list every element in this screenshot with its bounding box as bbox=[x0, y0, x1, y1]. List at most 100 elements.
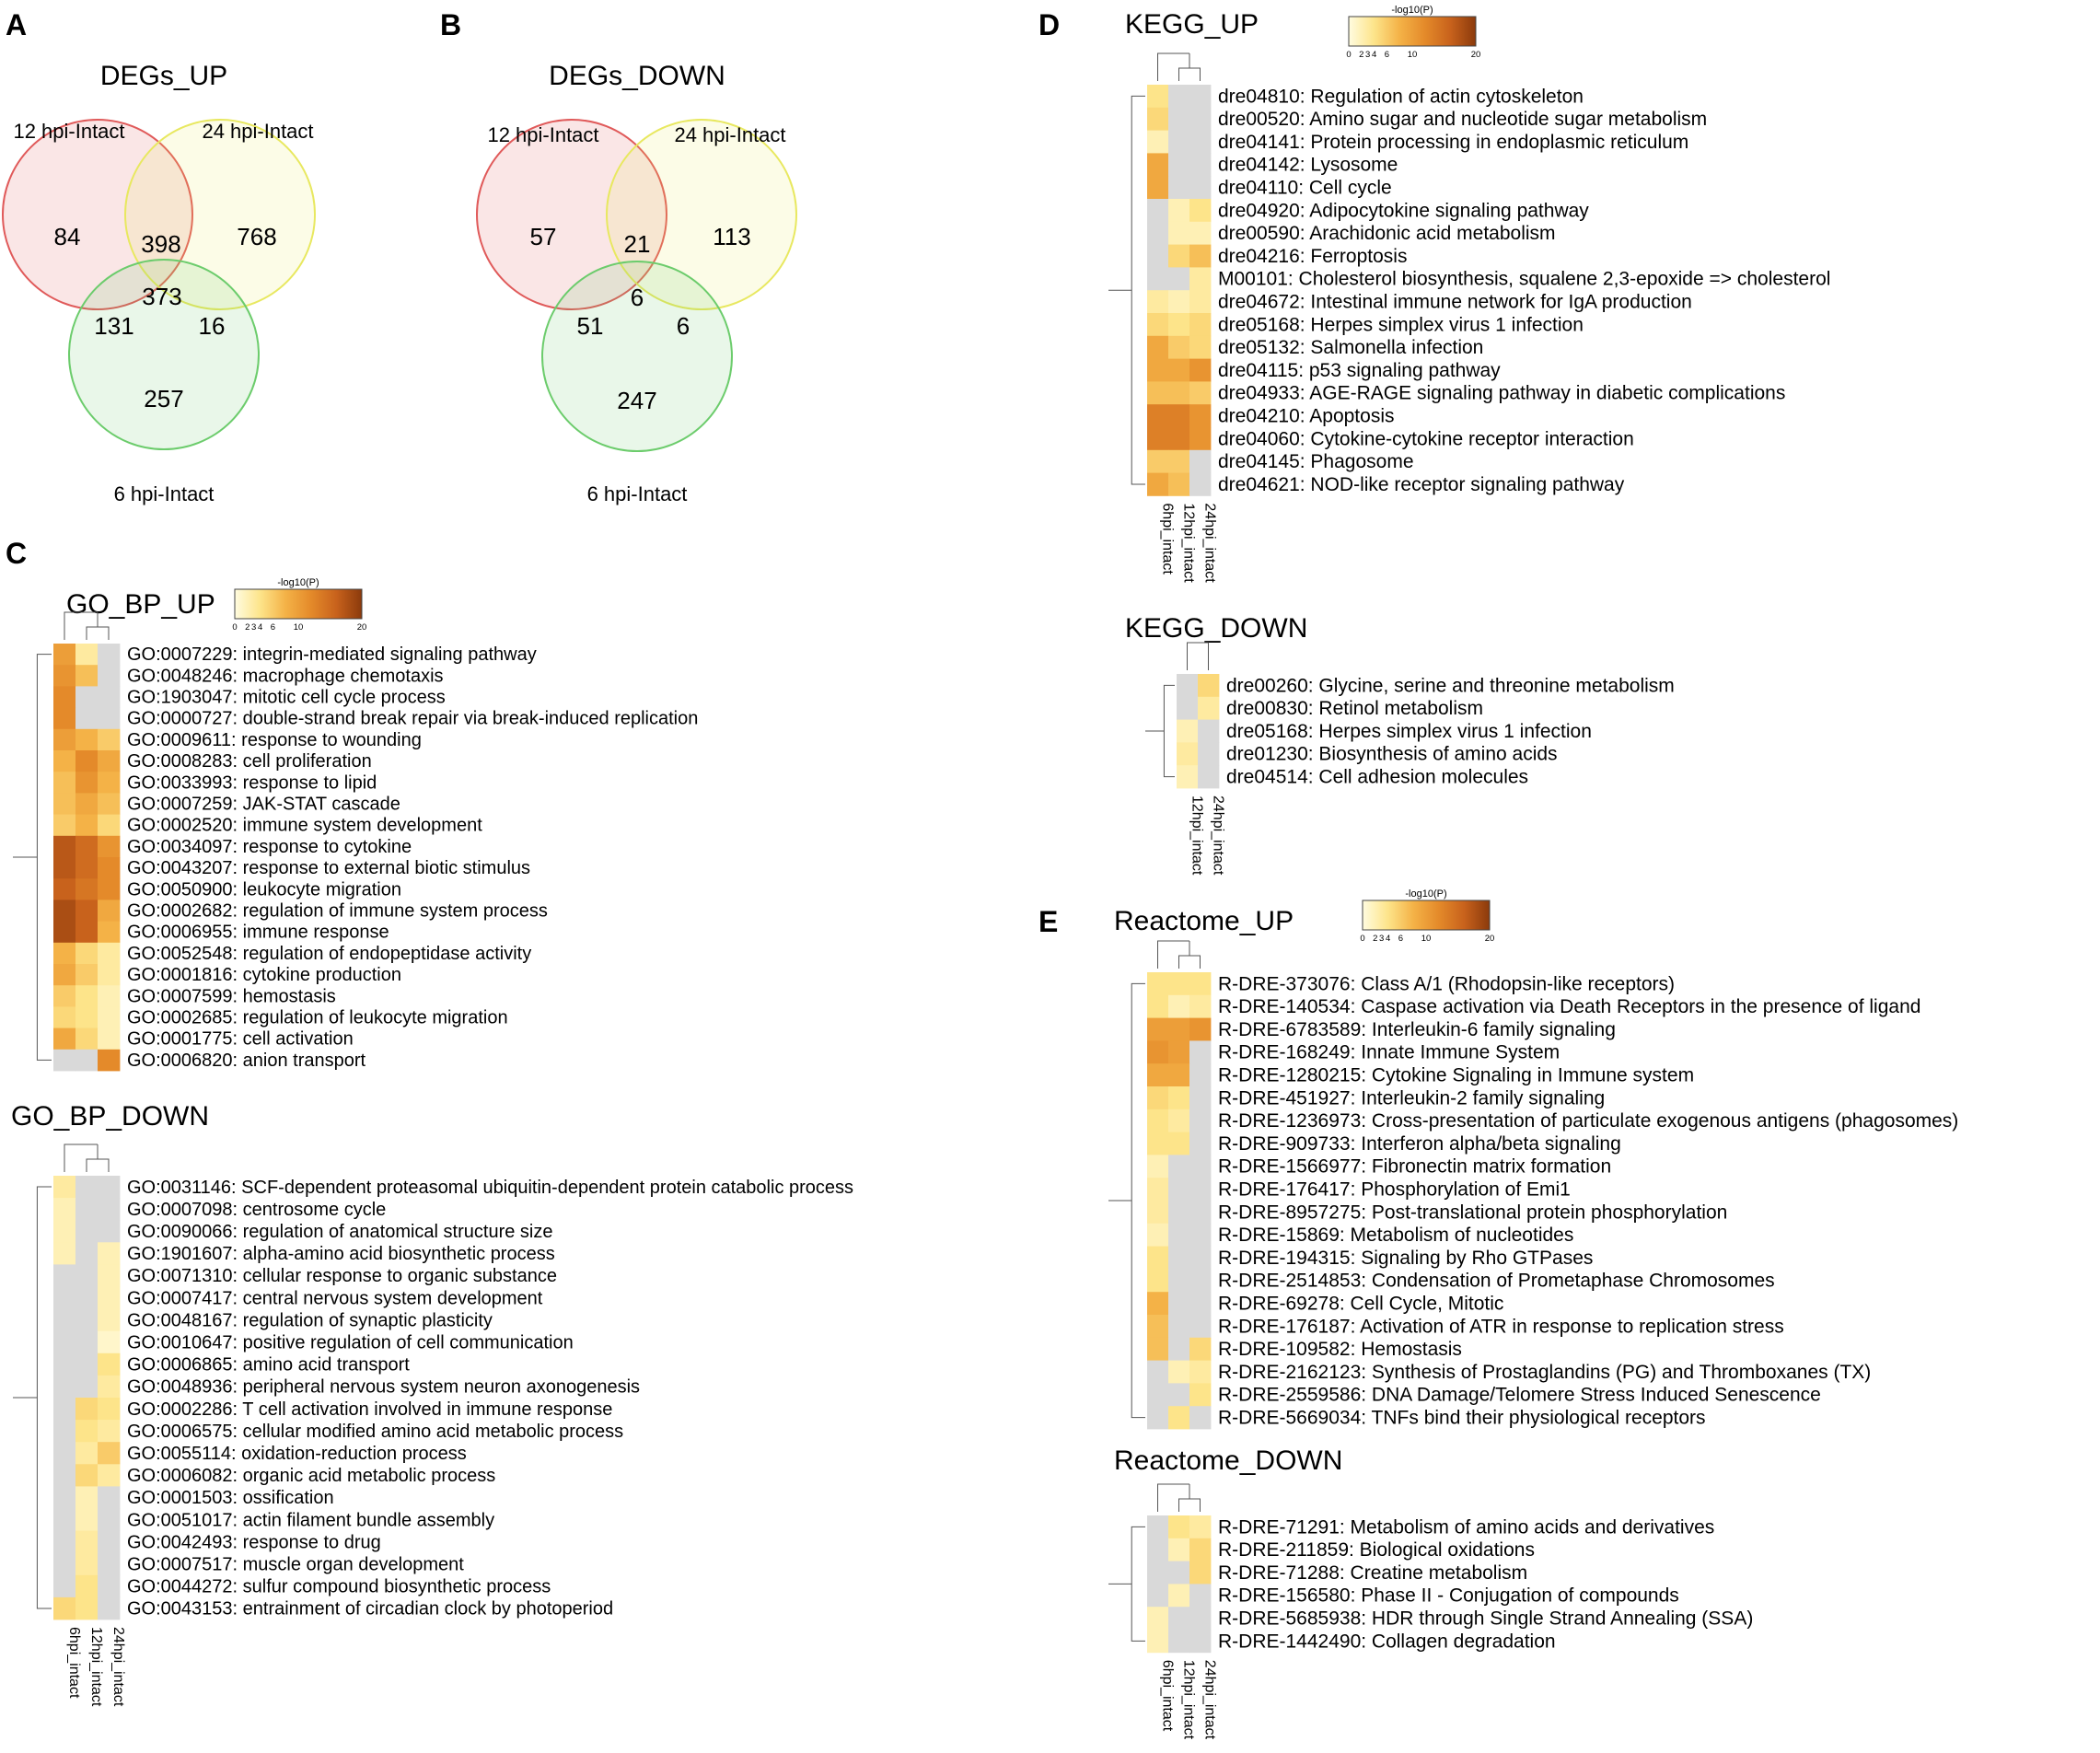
go-bp-down-row-label: GO:0042493: response to drug bbox=[127, 1532, 381, 1552]
reactome-up-cell bbox=[1147, 1132, 1169, 1155]
go-bp-up-row-label: GO:0001816: cytokine production bbox=[127, 965, 401, 985]
go-bp-down-cell bbox=[98, 1352, 121, 1376]
venn-up-label-12hpi: 12 hpi-Intact bbox=[13, 120, 124, 143]
reactome-down-cell bbox=[1147, 1630, 1169, 1654]
kegg-up-title: KEGG_UP bbox=[1125, 9, 1259, 40]
kegg-up-cell bbox=[1189, 358, 1212, 382]
go-bp-up-cell bbox=[98, 921, 121, 944]
reactome-up-colorbar-tick: 0 bbox=[1360, 934, 1364, 944]
go-bp-down-cell bbox=[75, 1220, 99, 1243]
reactome-up-colorbar bbox=[1362, 900, 1491, 931]
reactome-up-colorbar-tick: 10 bbox=[1421, 934, 1432, 944]
go-bp-down-title: GO_BP_DOWN bbox=[11, 1101, 209, 1132]
reactome-up-cell bbox=[1189, 1040, 1212, 1064]
kegg-up-cell bbox=[1168, 221, 1190, 245]
reactome-down-cell bbox=[1168, 1538, 1190, 1561]
reactome-up-cell bbox=[1147, 1178, 1169, 1202]
go-bp-down-cell bbox=[53, 1552, 76, 1576]
go-bp-up-cell bbox=[98, 1006, 121, 1028]
reactome-up-cell bbox=[1147, 1155, 1169, 1178]
go-bp-up-row-label: GO:0052548: regulation of endopeptidase … bbox=[127, 944, 531, 964]
reactome-up-row-label: R-DRE-1280215: Cytokine Signaling in Imm… bbox=[1218, 1065, 1694, 1086]
go-bp-down-cell bbox=[98, 1264, 121, 1287]
venn-down-count-only24: 113 bbox=[713, 223, 750, 250]
reactome-up-cell bbox=[1189, 1201, 1212, 1225]
venn-down-count-24-6: 6 bbox=[677, 312, 690, 340]
kegg-down-cell bbox=[1198, 742, 1220, 766]
go-bp-up-cell bbox=[98, 878, 121, 900]
go-bp-up-row-label: GO:0007259: JAK-STAT cascade bbox=[127, 794, 400, 814]
reactome-up-cell bbox=[1168, 1383, 1190, 1407]
kegg-down-row-label: dre00260: Glycine, serine and threonine … bbox=[1226, 675, 1675, 696]
kegg-up-row-dendrogram bbox=[1108, 95, 1145, 485]
go-bp-down-row-label: GO:0006865: amino acid transport bbox=[127, 1355, 410, 1376]
go-bp-up-cell bbox=[98, 750, 121, 772]
kegg-up-row-label: dre04142: Lysosome bbox=[1218, 155, 1398, 176]
go-bp-up-cell bbox=[53, 921, 76, 944]
reactome-down-cell bbox=[1168, 1630, 1190, 1654]
go-bp-down-cell bbox=[53, 1442, 76, 1465]
go-bp-down-row-label: GO:0001503: ossification bbox=[127, 1488, 334, 1508]
go-bp-up-cell bbox=[98, 686, 121, 708]
reactome-up-cell bbox=[1147, 1269, 1169, 1293]
go-bp-up-cell bbox=[75, 835, 99, 858]
kegg-up-column-label: 24hpi_intact bbox=[1202, 503, 1218, 583]
reactome-down-row-label: R-DRE-71288: Creatine metabolism bbox=[1218, 1562, 1527, 1584]
go-bp-up-cell bbox=[53, 1049, 76, 1072]
reactome-up-cell bbox=[1168, 1109, 1190, 1132]
go-bp-up-title: GO_BP_UP bbox=[66, 589, 215, 620]
panel-letter-a: A bbox=[6, 8, 27, 41]
reactome-up-cell bbox=[1189, 1178, 1212, 1202]
venn-down-label-12hpi: 12 hpi-Intact bbox=[487, 123, 598, 146]
kegg-down-cell bbox=[1177, 765, 1199, 789]
go-bp-down-cell bbox=[53, 1352, 76, 1376]
reactome-up-cell bbox=[1189, 1360, 1212, 1384]
kegg-up-row-label: dre05132: Salmonella infection bbox=[1218, 337, 1483, 358]
go-bp-down-cell bbox=[75, 1530, 99, 1554]
reactome-down-column-label: 12hpi_intact bbox=[1181, 1660, 1197, 1740]
go-bp-up-row-label: GO:0006820: anion transport bbox=[127, 1051, 366, 1071]
go-bp-up-cell bbox=[53, 772, 76, 794]
go-bp-up-row-label: GO:0009611: response to wounding bbox=[127, 730, 422, 750]
kegg-up-row-label: dre05168: Herpes simplex virus 1 infecti… bbox=[1218, 314, 1584, 335]
go-bp-up-cell bbox=[53, 835, 76, 858]
kegg-up-colorbar-tick: 2 bbox=[1359, 50, 1363, 60]
go-bp-up-row-label: GO:0006955: immune response bbox=[127, 923, 389, 943]
go-bp-up-row-label: GO:0002685: regulation of leukocyte migr… bbox=[127, 1007, 508, 1027]
go-bp-down-cell bbox=[75, 1574, 99, 1598]
reactome-up-cell bbox=[1147, 1383, 1169, 1407]
kegg-down-row-label: dre00830: Retinol metabolism bbox=[1226, 698, 1483, 719]
kegg-up-cell bbox=[1189, 313, 1212, 337]
go-bp-up-colorbar-tick: 0 bbox=[232, 622, 237, 633]
go-bp-down-cell bbox=[98, 1398, 121, 1421]
go-bp-down-cell bbox=[75, 1264, 99, 1287]
go-bp-down-row-label: GO:0007098: centrosome cycle bbox=[127, 1200, 386, 1220]
reactome-up-row-label: R-DRE-109582: Hemostasis bbox=[1218, 1339, 1462, 1360]
kegg-up-colorbar-tick: 10 bbox=[1408, 50, 1418, 60]
go-bp-up-row-dendrogram bbox=[13, 654, 52, 1061]
reactome-up-cell bbox=[1147, 1063, 1169, 1087]
reactome-up-cell bbox=[1189, 1246, 1212, 1270]
reactome-up-cell bbox=[1168, 1017, 1190, 1041]
venn-down-label-24hpi: 24 hpi-Intact bbox=[674, 123, 785, 146]
reactome-up-cell bbox=[1147, 1406, 1169, 1430]
kegg-down-cell bbox=[1177, 674, 1199, 698]
reactome-up-cell bbox=[1168, 1201, 1190, 1225]
go-bp-up-cell bbox=[53, 985, 76, 1007]
go-bp-up-cell bbox=[75, 921, 99, 944]
kegg-up-cell bbox=[1168, 449, 1190, 473]
go-bp-up-cell bbox=[75, 665, 99, 687]
venn-up-count-only12: 84 bbox=[54, 223, 81, 250]
kegg-down-row-label: dre05168: Herpes simplex virus 1 infecti… bbox=[1226, 721, 1592, 742]
go-bp-down-row-label: GO:0010647: positive regulation of cell … bbox=[127, 1332, 574, 1352]
kegg-up-cell bbox=[1168, 85, 1190, 109]
go-bp-up-cell bbox=[75, 900, 99, 922]
go-bp-up-cell bbox=[53, 900, 76, 922]
reactome-up-row-label: R-DRE-373076: Class A/1 (Rhodopsin-like … bbox=[1218, 973, 1675, 994]
